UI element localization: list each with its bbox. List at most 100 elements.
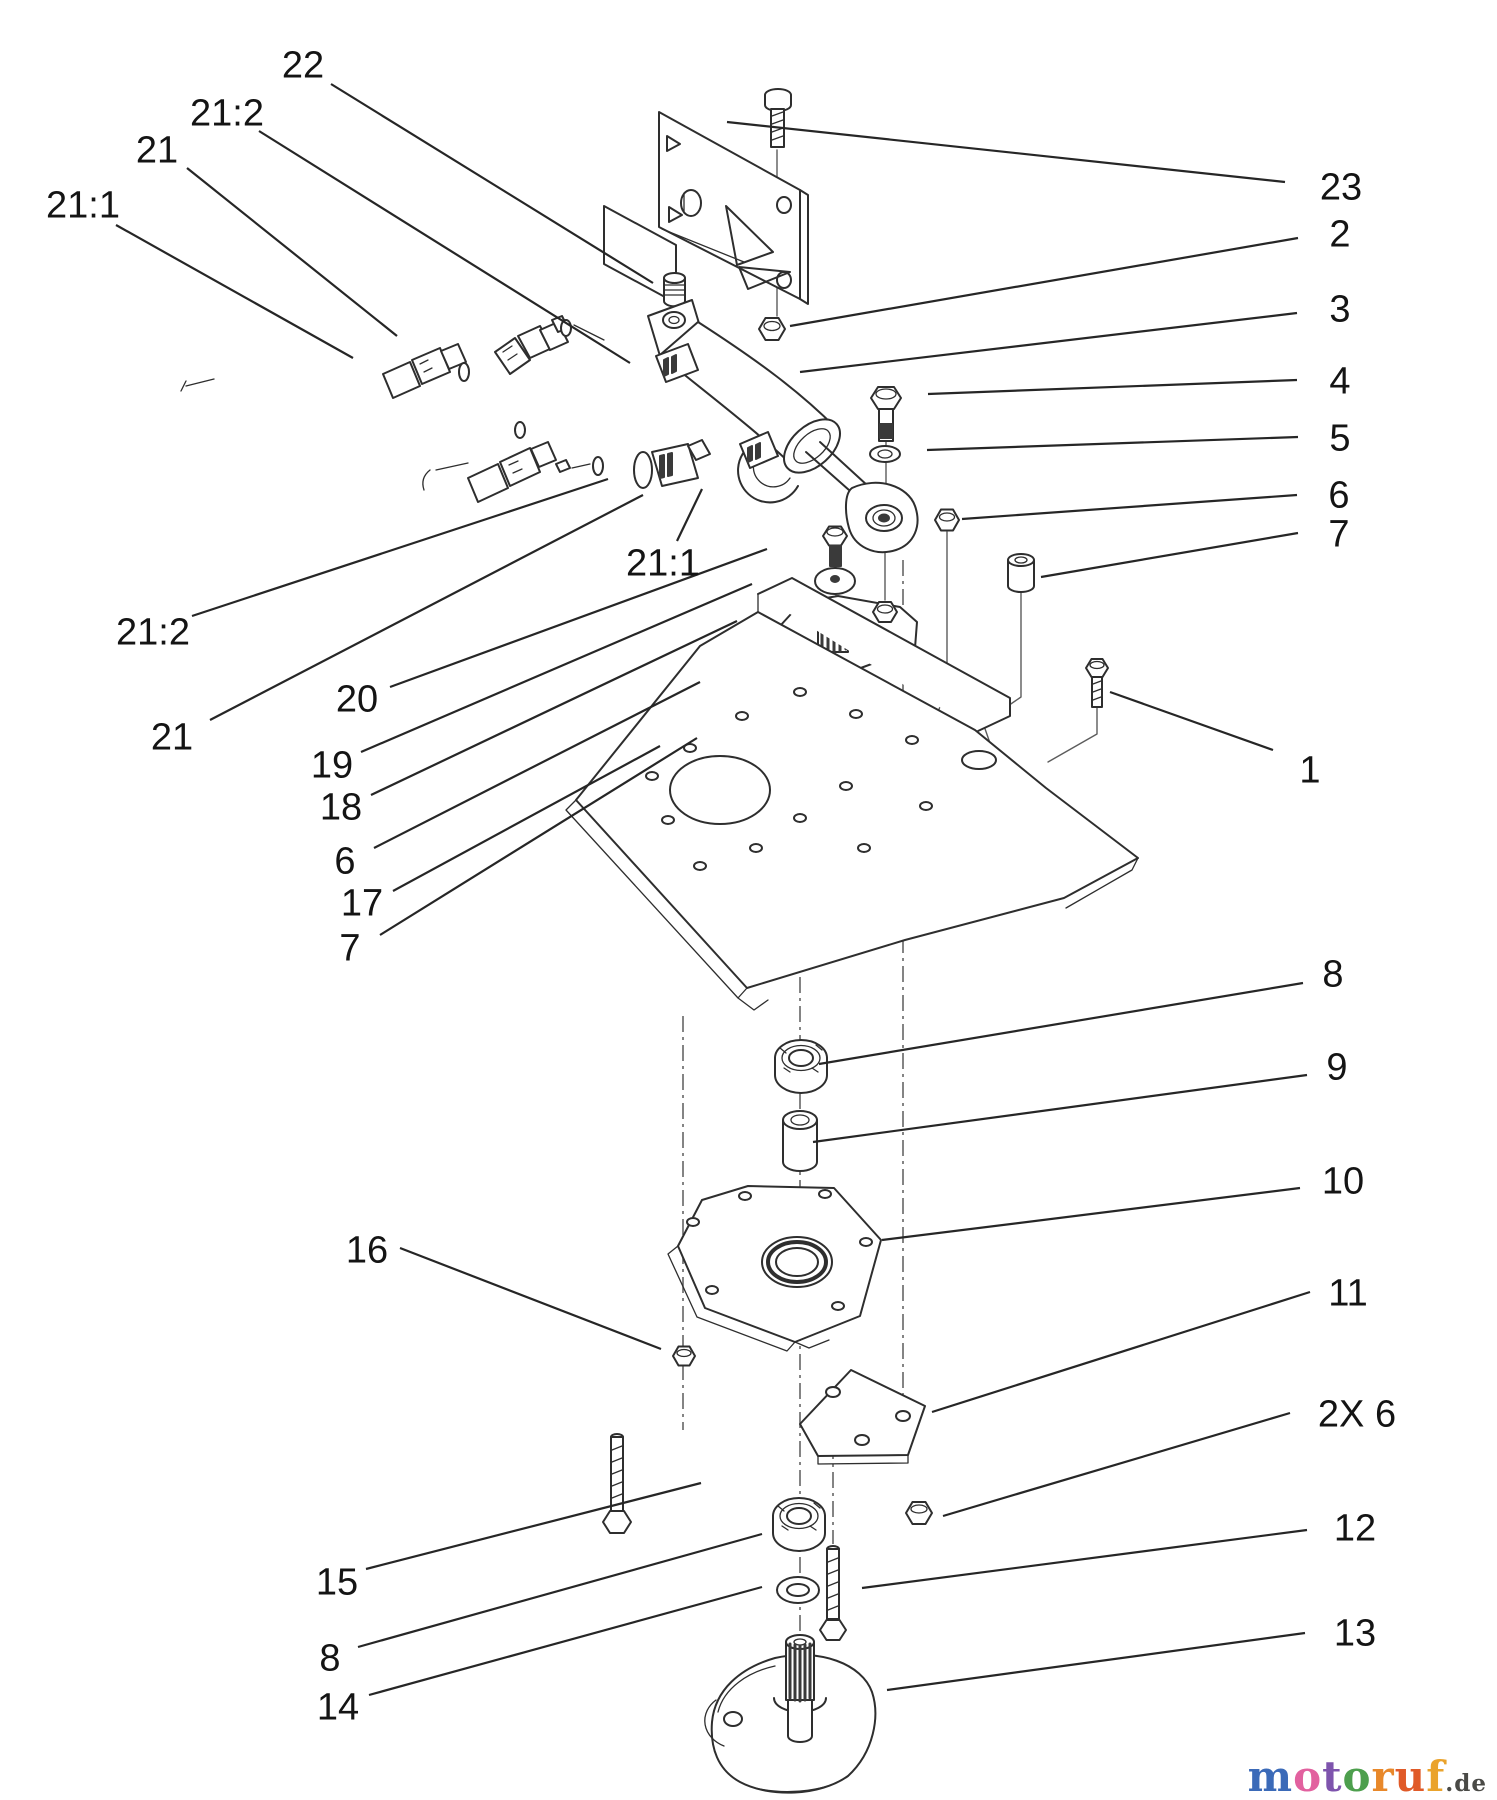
fitting-group-upper [180, 315, 605, 399]
bushing-spacer-22 [663, 272, 686, 308]
callout-label-6-right: 6 [1328, 475, 1349, 517]
nut-2x6 [905, 1501, 933, 1525]
callout-label-8-left: 8 [319, 1638, 340, 1680]
leader-line-6-left [373, 681, 701, 849]
callout-label-21:1-mid: 21:1 [626, 543, 700, 585]
callout-label-8-right: 8 [1322, 954, 1343, 996]
leader-line-18 [370, 620, 738, 796]
leader-line-2 [789, 236, 1299, 328]
bearing-8-top [774, 1039, 828, 1094]
bolt-15 [602, 1433, 632, 1534]
callout-label-1: 1 [1299, 750, 1320, 792]
callout-label-5: 5 [1329, 418, 1350, 460]
callout-label-16: 16 [346, 1230, 388, 1272]
leader-line-11 [931, 1290, 1311, 1414]
leader-line-5 [926, 435, 1299, 452]
leader-line-6-right [961, 493, 1298, 521]
callout-label-7-right: 7 [1328, 514, 1349, 556]
callout-label-3: 3 [1329, 289, 1350, 331]
fitting-group-lower [422, 421, 711, 503]
hydraulic-cylinder-3 [647, 299, 919, 554]
leader-line-8-right [818, 981, 1304, 1066]
mounting-plate-22 [603, 111, 809, 305]
callout-label-15: 15 [316, 1562, 358, 1604]
leader-line-19 [360, 582, 753, 754]
leader-line-13 [886, 1631, 1306, 1692]
plate-11 [799, 1369, 926, 1465]
washer-5 [869, 445, 901, 463]
callout-label-2x6: 2X 6 [1318, 1394, 1396, 1436]
callout-label-2: 2 [1329, 214, 1350, 256]
callout-label-18: 18 [320, 787, 362, 829]
leader-line-3 [799, 311, 1298, 374]
washer-14 [776, 1576, 820, 1604]
bolt-12 [819, 1545, 847, 1641]
leader-line-1 [1109, 690, 1274, 752]
callout-label-14: 14 [317, 1687, 359, 1729]
nut-16 [672, 1345, 696, 1367]
leader-line-23 [726, 120, 1286, 184]
bolt-1 [1085, 658, 1109, 708]
callout-label-19: 19 [311, 745, 353, 787]
callout-label-21:1-top: 21:1 [46, 185, 120, 227]
bearing-8-bottom [772, 1497, 826, 1552]
leader-line-20 [389, 547, 768, 689]
watermark-letter: o [1342, 1752, 1372, 1800]
leader-line-9 [812, 1073, 1308, 1144]
callout-label-9: 9 [1326, 1047, 1347, 1089]
callout-label-6-left: 6 [334, 841, 355, 883]
watermark-suffix: .de [1445, 1770, 1487, 1797]
leader-line-21:2-top [258, 130, 631, 364]
nut-2 [758, 317, 786, 341]
leader-line-4 [927, 378, 1298, 396]
pad-19 [814, 567, 856, 595]
leader-line-14 [368, 1585, 763, 1697]
callout-label-21:2-top: 21:2 [190, 93, 264, 135]
leader-line-17 [392, 745, 661, 892]
bearing-housing-10 [667, 1185, 882, 1352]
leader-line-21-low [209, 494, 644, 721]
leader-line-15 [365, 1481, 702, 1571]
watermark-letter: u [1394, 1752, 1427, 1800]
leader-lines [115, 83, 1311, 1697]
watermark-letter: f [1426, 1752, 1446, 1800]
nut-6-right [934, 508, 960, 532]
watermark-letter: r [1371, 1752, 1395, 1800]
bolt-20 [822, 525, 848, 567]
callout-label-23: 23 [1320, 167, 1362, 209]
leader-line-10 [881, 1186, 1301, 1242]
motoruf-watermark: motoruf.de [1248, 1756, 1487, 1798]
spacer-9 [782, 1110, 818, 1172]
callout-label-21-low: 21 [151, 717, 193, 759]
leader-line-7-right [1040, 531, 1299, 579]
callout-label-21-top: 21 [136, 130, 178, 172]
callout-label-10: 10 [1322, 1161, 1364, 1203]
leader-line-21:1-top [115, 224, 354, 359]
watermark-letter: o [1293, 1752, 1323, 1800]
bolt-4 [870, 386, 902, 442]
callout-label-21:2-low: 21:2 [116, 612, 190, 654]
leader-line-8-left [357, 1532, 763, 1649]
watermark-letter: m [1247, 1752, 1294, 1800]
leader-line-12 [861, 1528, 1308, 1590]
callout-label-4: 4 [1329, 361, 1350, 403]
leader-line-22 [330, 83, 654, 284]
leader-line-21-top [186, 167, 398, 337]
bolt-23 [764, 88, 792, 148]
callout-label-12: 12 [1334, 1508, 1376, 1550]
callout-label-11: 11 [1328, 1273, 1367, 1315]
base-plate-13 [704, 1634, 877, 1794]
callout-label-22: 22 [282, 45, 324, 87]
watermark-letter: t [1322, 1752, 1343, 1800]
illustration [180, 88, 1139, 1794]
callout-label-20: 20 [336, 679, 378, 721]
leader-line-16 [399, 1246, 662, 1351]
callout-label-7-left: 7 [339, 928, 360, 970]
spacer-7-right [1007, 553, 1035, 593]
leader-line-21:2-low [191, 477, 609, 618]
callout-label-17: 17 [341, 883, 383, 925]
leader-line-2x6 [942, 1411, 1291, 1518]
